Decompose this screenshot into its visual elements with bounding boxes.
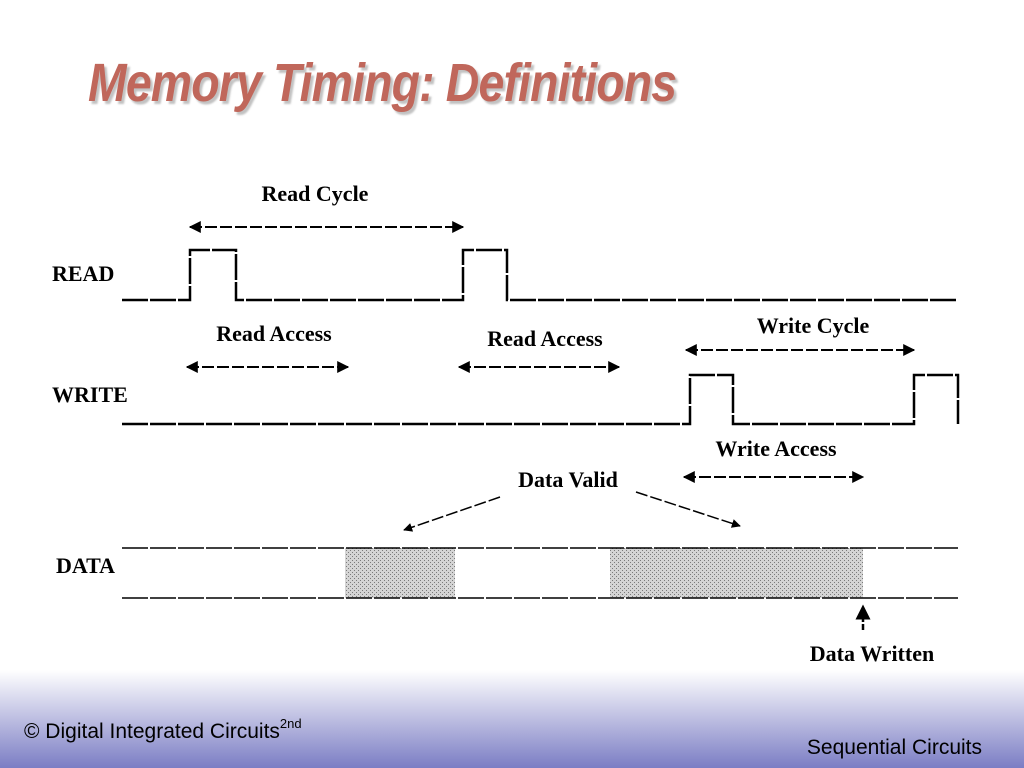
footer-band <box>0 670 1024 768</box>
data-valid-pointer-left <box>403 496 501 532</box>
data-valid-window-read <box>345 548 455 598</box>
write-signal-label: WRITE <box>52 382 128 407</box>
data-written-label: Data Written <box>810 641 934 666</box>
data-valid-window-write <box>610 548 863 598</box>
copyright-text: © Digital Integrated Circuits <box>24 720 280 743</box>
read-access-label-2: Read Access <box>487 326 603 351</box>
write-access-label: Write Access <box>715 436 837 461</box>
data-valid-pointer-right <box>635 491 741 528</box>
write-waveform <box>122 373 960 426</box>
read-waveform <box>122 248 958 302</box>
read-signal-label: READ <box>52 261 114 286</box>
write-cycle-label: Write Cycle <box>757 313 870 338</box>
read-access-label-1: Read Access <box>216 321 332 346</box>
data-valid-label: Data Valid <box>518 467 618 492</box>
data-signal-label: DATA <box>56 553 115 578</box>
footer-copyright: © Digital Integrated Circuits2nd <box>24 716 302 744</box>
footer-section-name: Sequential Circuits <box>806 736 982 759</box>
edition-superscript: 2nd <box>279 716 302 731</box>
read-cycle-label: Read Cycle <box>262 181 369 206</box>
slide-title: Memory Timing: Definitions <box>88 53 677 113</box>
